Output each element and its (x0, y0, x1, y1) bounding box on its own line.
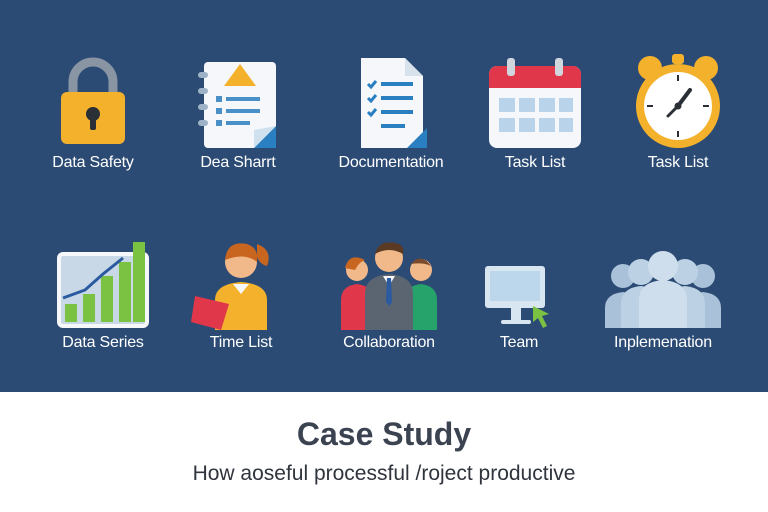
tile-documentation[interactable]: Documentation (316, 52, 466, 202)
page-subtitle: How aoseful processful /roject productiv… (192, 462, 576, 485)
tile-label: Time List (209, 334, 273, 351)
monitor-cursor-icon (485, 266, 549, 328)
tile-label: Inplemenation (614, 334, 712, 351)
tile-team[interactable]: Team (444, 234, 594, 384)
people-group-icon (605, 251, 721, 328)
page-title: Case Study (296, 416, 472, 452)
tile-implementation[interactable]: Inplemenation (588, 234, 738, 384)
icon-panel: Data Safety Dea Sharrt (0, 0, 768, 392)
calendar-icon (489, 58, 581, 148)
tile-label: Data Series (62, 334, 144, 351)
tile-collaboration[interactable]: Collaboration (314, 234, 464, 384)
woman-with-tablet-icon (191, 243, 269, 330)
business-team-icon (341, 242, 437, 330)
alarm-clock-icon (636, 54, 720, 148)
footer: Case Study How aoseful processful /rojec… (0, 392, 768, 512)
tile-label: Dea Sharrt (200, 154, 276, 171)
notepad-warning-icon (198, 62, 276, 148)
tile-data-series[interactable]: Data Series (28, 234, 178, 384)
document-checklist-icon (361, 58, 427, 148)
tile-time-list[interactable]: Time List (166, 234, 316, 384)
tile-label: Collaboration (343, 334, 435, 351)
tile-label: Data Safety (52, 154, 134, 171)
tile-data-safety[interactable]: Data Safety (18, 52, 168, 202)
padlock-icon (61, 57, 125, 144)
tile-task-list-calendar[interactable]: Task List (460, 52, 610, 202)
tile-label: Documentation (338, 154, 444, 171)
tile-label: Task List (647, 154, 709, 171)
tile-task-list-clock[interactable]: Task List (603, 52, 753, 202)
tile-label: Team (499, 334, 539, 351)
bar-chart-icon (57, 242, 149, 328)
tile-dea-sharrt[interactable]: Dea Sharrt (163, 52, 313, 202)
tile-label: Task List (504, 154, 566, 171)
